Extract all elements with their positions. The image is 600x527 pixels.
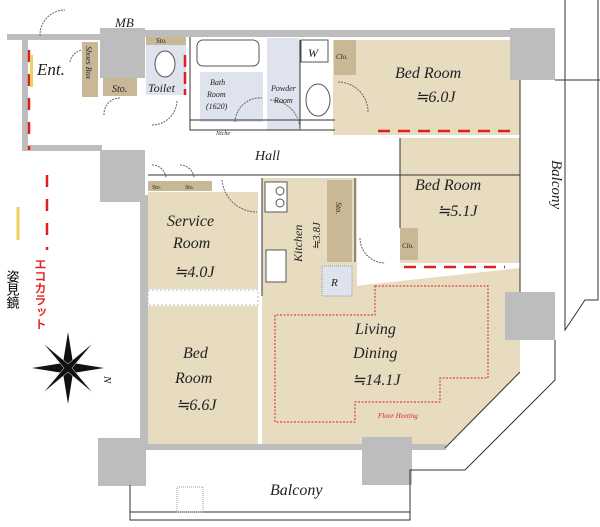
bed-room-2-size: ≒5.1J bbox=[437, 203, 478, 220]
entrance-mirror bbox=[30, 55, 33, 87]
kitchen-label: Kitchen bbox=[291, 225, 305, 263]
room-fills bbox=[146, 38, 520, 447]
bed-room-3-name: Room bbox=[174, 370, 212, 387]
niche-label: Niche bbox=[215, 131, 230, 137]
storage-label: Sto. bbox=[152, 185, 161, 191]
bed-room-1-size: ≒6.0J bbox=[415, 89, 456, 106]
compass-icon bbox=[32, 332, 104, 404]
service-room-name: Room bbox=[172, 235, 210, 252]
shoes-box-label: Shoes Box bbox=[84, 46, 93, 80]
closet-label: Clo. bbox=[336, 53, 348, 61]
living-dining-name: Living bbox=[354, 321, 396, 338]
service-room-name: Service bbox=[167, 213, 214, 230]
ecocarat-marks bbox=[27, 50, 518, 269]
bath-room-label: Room bbox=[206, 90, 226, 99]
north-label: N bbox=[101, 375, 113, 384]
bath-room-size: (1620) bbox=[206, 102, 228, 111]
fixtures bbox=[154, 39, 331, 283]
powder-area bbox=[267, 38, 300, 130]
powder-room-label: Room bbox=[273, 96, 293, 105]
storage-label: Sto. bbox=[185, 185, 194, 191]
closet-strip bbox=[147, 289, 259, 306]
walls bbox=[7, 28, 555, 486]
bed-room-6-0-area bbox=[333, 40, 520, 135]
mirror-annotation: 姿見鏡 bbox=[4, 269, 20, 309]
toilet-label: Toilet bbox=[148, 81, 176, 95]
refrigerator-label: R bbox=[330, 277, 338, 289]
drain-mark bbox=[176, 486, 204, 513]
wall-lines bbox=[129, 0, 600, 521]
bed-room-1-name: Bed Room bbox=[395, 65, 461, 82]
ecocarat-annotation: エコカラット bbox=[33, 258, 47, 330]
hall-label: Hall bbox=[254, 149, 280, 164]
mb-label: MB bbox=[114, 15, 134, 30]
living-dining-name: Dining bbox=[352, 345, 397, 362]
bed-room-3-size: ≒6.6J bbox=[176, 397, 217, 414]
door-swings bbox=[39, 9, 386, 264]
refrigerator-area bbox=[321, 265, 353, 297]
bath-area bbox=[200, 72, 263, 122]
floor-heating-label: Floor Heeting bbox=[377, 412, 418, 420]
service-room-area bbox=[148, 192, 258, 289]
storage-label: Sto. bbox=[334, 202, 343, 214]
balcony-right-label: Balcony bbox=[548, 160, 564, 209]
bath-room-label: Bath bbox=[210, 78, 225, 87]
bed-room-3-name: Bed bbox=[183, 345, 209, 362]
service-room-size: ≒4.0J bbox=[174, 264, 215, 281]
entrance-label: Ent. bbox=[36, 60, 65, 79]
powder-room-label: Powder bbox=[270, 84, 297, 93]
storage-label: Sto. bbox=[112, 84, 127, 95]
balcony-bottom-label: Balcony bbox=[270, 482, 323, 499]
storage-label: Sto. bbox=[156, 37, 167, 45]
washer-label: W bbox=[308, 46, 319, 60]
bed-room-2-name: Bed Room bbox=[415, 177, 481, 194]
bed-room-6-6-area bbox=[148, 306, 258, 445]
kitchen-size: ≒3.8J bbox=[311, 221, 323, 250]
living-dining-area bbox=[262, 268, 520, 447]
storage-blocks bbox=[82, 37, 418, 262]
bed-room-5-1-area bbox=[400, 138, 520, 263]
floor-heating-outline bbox=[274, 285, 489, 423]
closet-label: Clo. bbox=[402, 242, 414, 250]
living-dining-size: ≒14.1J bbox=[352, 372, 401, 389]
